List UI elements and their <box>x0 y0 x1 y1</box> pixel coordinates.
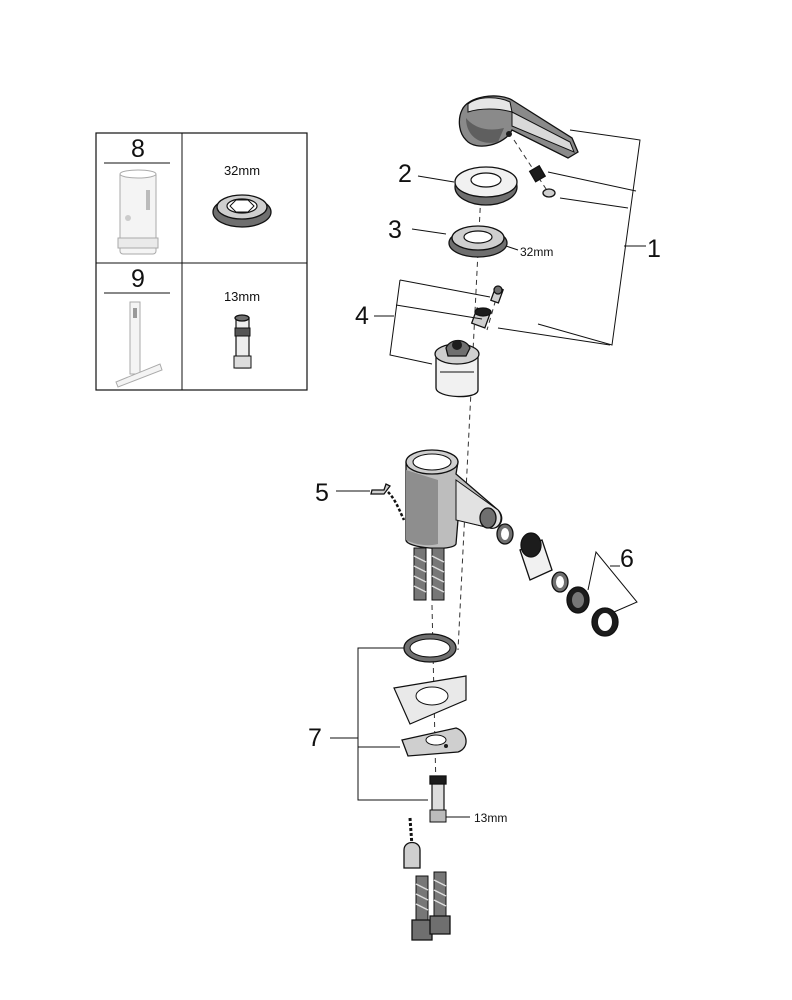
callout-4: 4 <box>355 302 369 330</box>
aerator-seal <box>551 571 569 593</box>
callout-2: 2 <box>398 160 412 188</box>
supply-hoses-upper <box>413 547 445 601</box>
cover-cap <box>454 166 518 206</box>
callout-6: 6 <box>620 545 634 573</box>
stud-13mm-drawing <box>233 314 252 369</box>
pop-up-rod <box>370 483 406 521</box>
callout-3: 3 <box>388 216 402 244</box>
callout-1: 1 <box>647 235 661 263</box>
callout-leader-lines <box>330 129 646 818</box>
callout-5: 5 <box>315 479 329 507</box>
handle-set-screw <box>528 164 547 183</box>
handle-screw-cap <box>542 188 556 198</box>
stud-dimension: 13mm <box>474 811 507 825</box>
tool-legend-table: 8 32mm 9 13mm <box>95 132 308 391</box>
ring-nut-32mm-drawing <box>212 194 272 228</box>
cartridge-screw <box>490 285 504 304</box>
mounting-stud <box>429 775 447 823</box>
lever-handle <box>458 95 579 159</box>
ring-nut <box>448 225 508 258</box>
aerator-insert <box>566 586 590 614</box>
tool-9-number: 9 <box>131 265 145 293</box>
faucet-body <box>405 449 503 550</box>
t-handle-key-tool-drawing <box>115 301 163 388</box>
pop-up-knob <box>403 817 421 869</box>
spout-seal <box>496 523 514 545</box>
cartridge <box>434 339 480 398</box>
tool-8-number: 8 <box>131 135 145 163</box>
tool-9-size: 13mm <box>224 289 260 304</box>
horseshoe-washer <box>401 727 467 757</box>
socket-tube-tool-drawing <box>117 169 159 255</box>
mounting-gasket <box>403 633 457 663</box>
countertop-section <box>393 675 467 725</box>
tool-8-size: 32mm <box>224 163 260 178</box>
spout-insert <box>519 532 553 581</box>
cartridge-adapter <box>470 307 492 329</box>
supply-hoses-lower <box>411 871 451 941</box>
aerator-housing <box>591 607 619 637</box>
ring-nut-dimension: 32mm <box>520 245 553 259</box>
callout-7: 7 <box>308 724 322 752</box>
